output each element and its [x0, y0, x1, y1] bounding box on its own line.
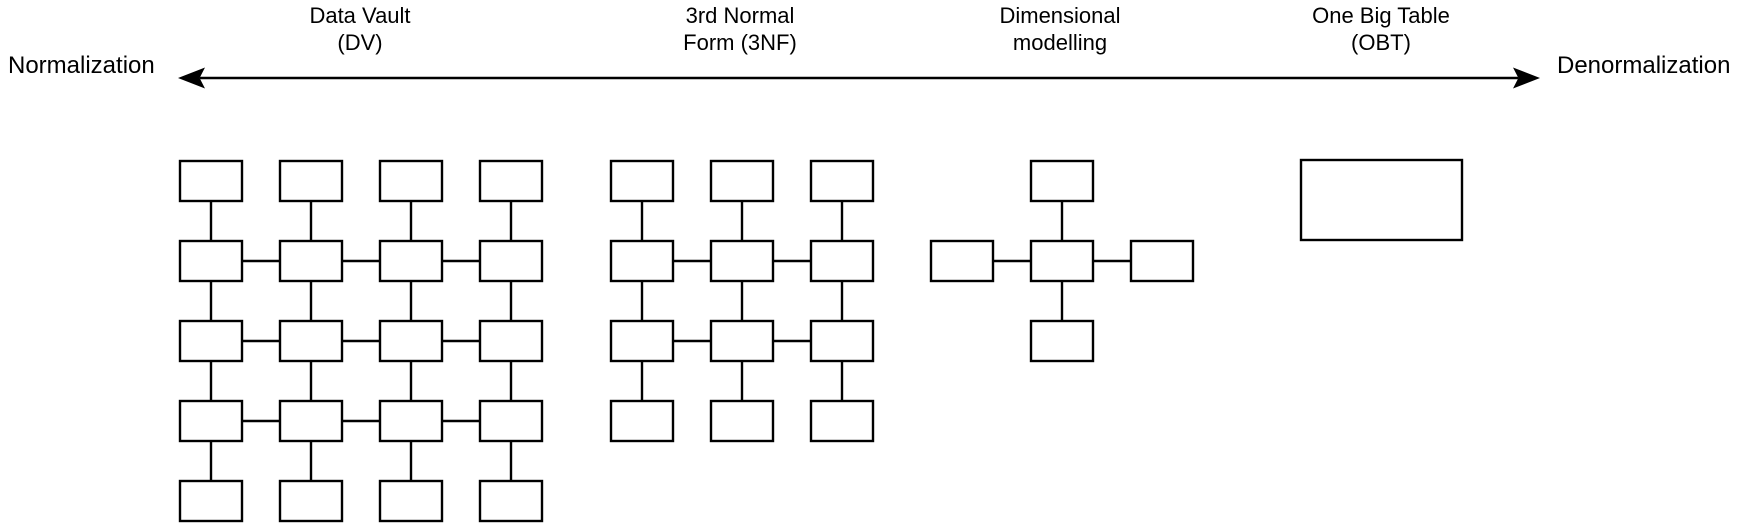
third-normal-form-schema-box	[709, 239, 775, 283]
third-normal-form-schema-box	[709, 399, 775, 443]
normalization-label: Normalization	[8, 52, 155, 79]
data-vault-schema-box	[378, 239, 444, 283]
third-normal-form-schema-box	[709, 159, 775, 203]
star-schema-dimension-box	[1029, 159, 1095, 203]
arrowhead-left-icon	[178, 67, 205, 89]
label-line: (DV)	[337, 30, 383, 55]
data-vault-schema-box	[278, 319, 344, 363]
star-schema-dimension-box	[1029, 319, 1095, 363]
data-vault-schema-box	[178, 239, 244, 283]
label-line: modelling	[1012, 30, 1108, 55]
data-vault-schema-box	[378, 159, 444, 203]
third-normal-form-schema-box	[809, 319, 875, 363]
third-normal-form-schema-box	[709, 319, 775, 363]
third-normal-form-schema-box	[809, 159, 875, 203]
one-big-table-label: One Big Table (OBT)	[1312, 2, 1450, 56]
label-line: Dimensional	[999, 3, 1121, 28]
data-vault-schema-box	[478, 159, 544, 203]
data-vault-schema-box	[378, 479, 444, 523]
data-vault-schema-box	[478, 239, 544, 283]
data-vault-schema-box	[378, 319, 444, 363]
third-normal-form-schema-box	[809, 399, 875, 443]
data-vault-schema-box	[278, 239, 344, 283]
star-schema-dimension-box	[1129, 239, 1195, 283]
label-line: Form (3NF)	[683, 30, 797, 55]
third-normal-form-schema-box	[809, 239, 875, 283]
label-line: (OBT)	[1351, 30, 1411, 55]
one-big-table-schema-box	[1299, 158, 1464, 242]
third-normal-form-schema-box	[609, 159, 675, 203]
data-vault-schema-box	[278, 479, 344, 523]
third-normal-form-schema-box	[609, 399, 675, 443]
label-line: 3rd Normal	[685, 3, 795, 28]
dimensional-modelling-label: Dimensional modelling	[999, 2, 1120, 56]
data-vault-schema-box	[178, 319, 244, 363]
third-normal-form-schema-box	[609, 239, 675, 283]
data-vault-schema-box	[178, 399, 244, 443]
star-schema-dimension-box	[929, 239, 995, 283]
data-vault-schema-box	[478, 319, 544, 363]
data-vault-schema-box	[178, 479, 244, 523]
data-vault-schema-box	[478, 399, 544, 443]
data-vault-schema-box	[178, 159, 244, 203]
data-vault-label: Data Vault (DV)	[309, 2, 410, 56]
data-vault-schema-box	[378, 399, 444, 443]
data-vault-schema-box	[278, 159, 344, 203]
star-schema-fact-box	[1029, 239, 1095, 283]
data-vault-schema-box	[478, 479, 544, 523]
denormalization-label: Denormalization	[1557, 52, 1731, 79]
third-normal-form-label: 3rd Normal Form (3NF)	[683, 2, 797, 56]
third-normal-form-schema-box	[609, 319, 675, 363]
label-line: One Big Table	[1312, 3, 1450, 28]
data-vault-schema-box	[278, 399, 344, 443]
arrowhead-right-icon	[1513, 67, 1540, 89]
label-line: Data Vault	[309, 3, 411, 28]
